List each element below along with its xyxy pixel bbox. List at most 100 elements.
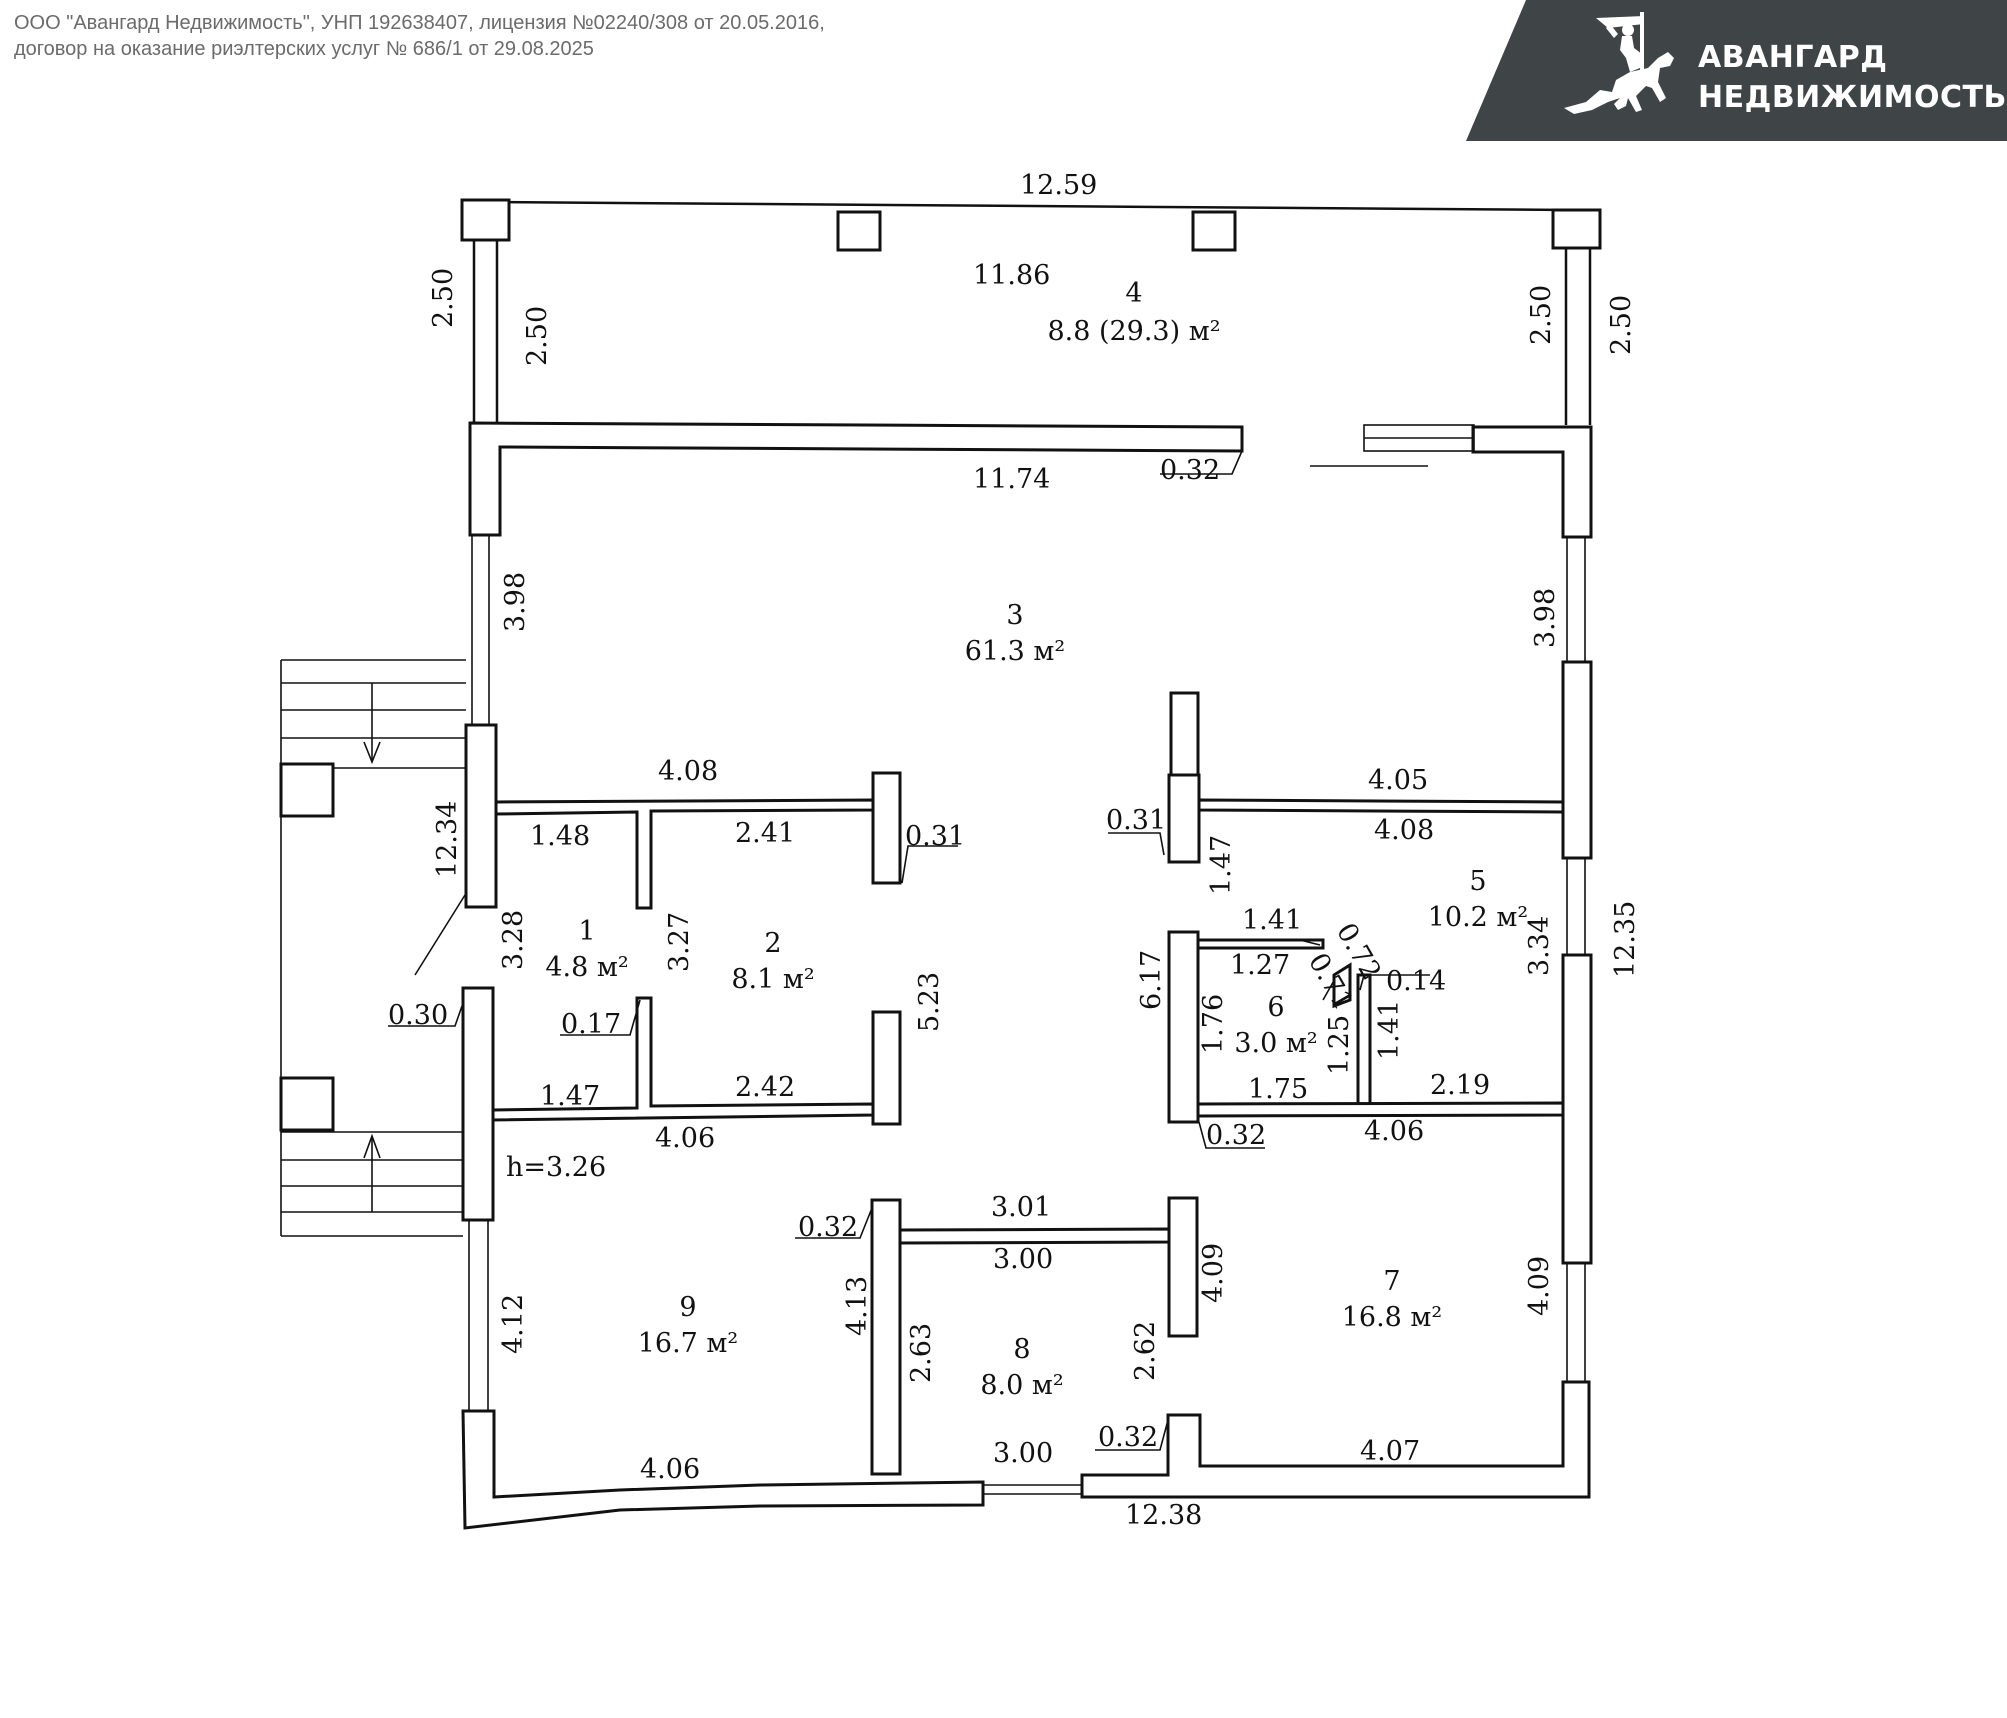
wall-rooms-8-9: [870, 1198, 902, 1476]
terrace-outline: [460, 198, 1602, 425]
exterior-walls: [461, 421, 1593, 1530]
west-porch-stairs: [279, 659, 466, 1237]
dim-r56-block: 6.17: [1136, 950, 1167, 1010]
window-south: [983, 1484, 1082, 1495]
window-west-lower: [468, 1220, 489, 1411]
dim-hall-wall: 0.32: [1160, 455, 1220, 486]
dimension-labels-horizontal: 12.59 11.86 11.74 0.32 4.08 1.48 2.41 0.…: [388, 170, 1490, 1531]
dim-r7-wall: 0.32: [1206, 1120, 1266, 1151]
dim-right-window-top: 3.98: [1530, 588, 1561, 648]
dim-right-total: 12.35: [1610, 901, 1641, 978]
stub-wall-hall: [1169, 691, 1200, 777]
window-west-upper: [471, 535, 490, 725]
dim-r6-door-wall: 0.14: [1386, 966, 1446, 997]
terrace-column-mid-left: [836, 210, 882, 252]
dim-r7-top: 4.06: [1364, 1116, 1424, 1147]
dim-hall-top: 11.74: [973, 464, 1050, 495]
dim-r1r2-top: 4.08: [658, 756, 718, 787]
dim-r5-wall: 0.31: [1106, 805, 1166, 836]
dim-r9-left: 4.12: [498, 1294, 529, 1354]
knight-on-horse-icon: [1564, 12, 1674, 114]
dim-r9-top: 4.06: [655, 1123, 715, 1154]
dim-r2-wall: 0.31: [905, 821, 965, 852]
dim-r5-top-outer: 4.05: [1368, 765, 1428, 796]
wall-rooms-5-6-7: [1196, 1101, 1565, 1118]
dim-r8-wall: 0.32: [798, 1212, 858, 1243]
dim-left-wall: 0.30: [388, 1000, 448, 1031]
dim-r6-bottom: 1.75: [1248, 1074, 1308, 1105]
porch-column-upper: [279, 762, 335, 818]
room-4-number: 4: [1125, 278, 1142, 309]
north-east-wall: [1471, 425, 1593, 539]
dim-terrace-left-outer: 2.50: [428, 268, 459, 328]
west-wall-segment-1: [464, 723, 498, 909]
window-east-upper: [1566, 537, 1586, 662]
wall-rooms-1-2-top: [494, 798, 875, 910]
room-2-number: 2: [764, 928, 781, 959]
dim-r8-right: 2.62: [1130, 1321, 1161, 1381]
dim-r6-inner-top: 1.27: [1230, 950, 1290, 981]
room-3-area: 61.3 м²: [965, 636, 1066, 667]
brand-name-line-1: АВАНГАРД: [1698, 40, 1888, 75]
dim-bottom-total: 12.38: [1125, 1500, 1202, 1531]
stair-arrow-down-icon: [363, 741, 381, 765]
dim-r9-right: 4.13: [842, 1276, 873, 1336]
dim-top-total: 12.59: [1020, 170, 1097, 201]
dim-r5-right: 3.34: [1524, 916, 1555, 976]
dim-r2-height: 5.23: [914, 972, 945, 1032]
room-2-area: 8.1 м²: [731, 964, 814, 995]
legal-line-1: ООО "Авангард Недвижимость", УНП 1926384…: [14, 12, 825, 34]
wall-room-6-east: [1356, 973, 1372, 1107]
east-wall-segment-1: [1561, 660, 1593, 860]
dim-r1-r2-partition: 3.27: [664, 912, 695, 972]
dim-r6-right: 1.41: [1374, 1000, 1405, 1060]
dim-r5-top-inner: 4.08: [1374, 815, 1434, 846]
south-wall-east: [1080, 1380, 1591, 1499]
dim-r7-left: 4.09: [1198, 1243, 1229, 1303]
dim-r6-partition: 1.25: [1324, 1015, 1355, 1075]
dim-left-window-top: 3.98: [500, 572, 531, 632]
legal-notice: ООО "Авангард Недвижимость", УНП 1926384…: [14, 10, 825, 62]
dim-ceiling-height: h=3.26: [506, 1152, 606, 1183]
legal-line-2: договор на оказание риэлтерских услуг № …: [14, 38, 594, 60]
dim-r8-top-outer: 3.01: [991, 1192, 1051, 1223]
wall-rooms-1-2-bottom: [491, 996, 875, 1122]
dim-r6-left: 1.76: [1198, 994, 1229, 1054]
room-7-number: 7: [1383, 1266, 1400, 1297]
dim-r1-top: 1.48: [530, 821, 590, 852]
wall-room-6-top: [1196, 938, 1325, 950]
dim-r8-top-inner: 3.00: [993, 1244, 1053, 1275]
room-1-number: 1: [578, 916, 595, 947]
room-8-number: 8: [1013, 1334, 1030, 1365]
room-9-area: 16.7 м²: [638, 1328, 739, 1359]
brand-banner: АВАНГАРД НЕДВИЖИМОСТЬ: [1466, 0, 2007, 141]
dim-r5-stub: 1.47: [1206, 835, 1237, 895]
wall-room-8-top: [898, 1227, 1171, 1245]
terrace-column-right: [1551, 208, 1602, 250]
dim-partition-thickness: 0.17: [561, 1009, 621, 1040]
room-5-number: 5: [1469, 866, 1486, 897]
south-wall-west: [461, 1409, 985, 1530]
room-7-area: 16.8 м²: [1342, 1302, 1443, 1333]
room-9-number: 9: [679, 1292, 696, 1323]
wall-room-5-top: [1197, 798, 1565, 814]
brand-name: АВАНГАРД НЕДВИЖИМОСТЬ: [1698, 38, 2007, 118]
dim-left-total: 12.34: [432, 801, 463, 878]
dim-r7-bottom-wall: 0.32: [1098, 1422, 1158, 1453]
interior-walls: [491, 691, 1565, 1476]
room-1-area: 4.8 м²: [545, 952, 628, 983]
room-8-area: 8.0 м²: [980, 1370, 1063, 1401]
east-wall-segment-2: [1561, 953, 1593, 1265]
terrace-column-left: [460, 198, 511, 242]
room-6-door-wall: [1332, 962, 1352, 1009]
dim-terrace-left-inner: 2.50: [522, 306, 553, 366]
wall-room-6-west: [1167, 930, 1200, 1124]
wall-room-2-east-lower: [871, 1010, 902, 1126]
dim-r1-height: 3.28: [498, 910, 529, 970]
dim-r7-bottom: 4.07: [1360, 1436, 1420, 1467]
dim-r8-bottom: 3.00: [993, 1438, 1053, 1469]
room-6-area: 3.0 м²: [1234, 1028, 1317, 1059]
porch-column-lower: [279, 1076, 335, 1132]
dim-r8-left: 2.63: [906, 1323, 937, 1383]
